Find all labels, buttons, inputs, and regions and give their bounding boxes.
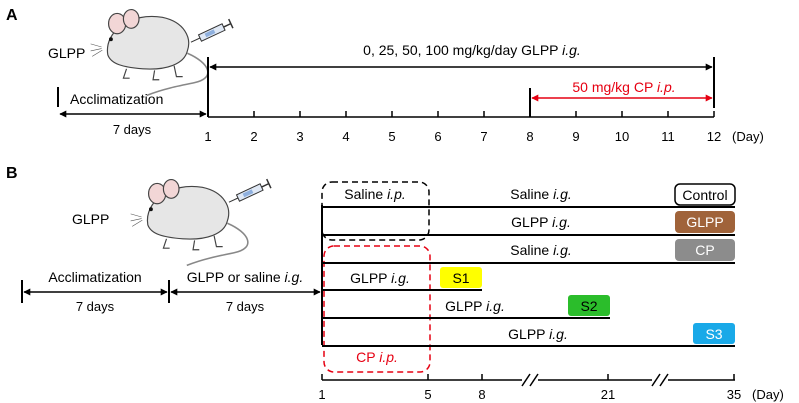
badge-s3-label: S3 [705,326,722,342]
badge-control [674,183,736,206]
badge-glpp-label: GLPP [686,214,723,230]
panel-a-tick-label: 11 [661,129,675,144]
mouse-icon [129,178,249,267]
badge-cp [675,239,735,261]
badge-s2 [568,295,610,316]
panel-a-tick-label: 12 [707,129,721,144]
row-s3: GLPP i.g. S3 [322,323,735,347]
panel-a-cp: 50 mg/kg CP i.p. [572,79,675,95]
panel-a-tick-label: 4 [342,129,349,144]
saline-ip-box [321,181,430,241]
row-s2: GLPP i.g. S2 [322,295,610,319]
row-s1: GLPP i.g. S1 [322,267,482,291]
cp-ip-label: CP i.p. [356,349,398,365]
panel-a-acclim-days: 7 days [113,122,152,137]
panel-a-tick-label: 6 [434,129,441,144]
panel-b-unit: (Day) [752,387,784,402]
panel-a-tick-label: 2 [250,129,257,144]
row-s3-label: GLPP i.g. [508,326,568,342]
row-glpp: GLPP i.g. GLPP [322,211,735,236]
badge-s2-label: S2 [580,298,597,314]
row-control-label: Saline i.g. [510,186,572,202]
panel-a-tick-label: 1 [204,129,211,144]
panel-b-tick-label: 5 [424,387,431,402]
panel-a-tick-label: 3 [296,129,303,144]
panel-b-acclim-label: Acclimatization [48,269,141,285]
panel-b-acclim-days: 7 days [76,299,115,314]
panel-a-tick-label: 10 [615,129,629,144]
badge-s3 [693,323,735,344]
panel-b-letter: B [6,165,18,182]
panel-a-tick-label: 7 [480,129,487,144]
row-s2-label: GLPP i.g. [445,298,505,314]
panel-a-dose: 0, 25, 50, 100 mg/kg/day GLPP i.g. [363,42,581,58]
panel-b: B GLPP Acclimatization 7 days GLPP or sa… [6,165,784,402]
cp-ip-box [323,245,431,373]
badge-control-label: Control [682,187,727,203]
syringe-icon [226,178,272,208]
row-s1-label: GLPP i.g. [350,270,410,286]
panel-a-unit: (Day) [732,129,764,144]
row-cp: Saline i.g. CP [322,239,735,264]
badge-glpp [675,211,735,233]
axis-break-1 [521,373,539,387]
panel-b-mouse-label: GLPP [72,211,109,227]
panel-a-tick-label: 8 [526,129,533,144]
row-cp-label: Saline i.g. [510,242,572,258]
axis-break-2 [651,373,669,387]
row-glpp-label: GLPP i.g. [511,214,571,230]
panel-a-mouse-label: GLPP [48,45,85,61]
panel-a-tick-label: 9 [572,129,579,144]
saline-ip-label: Saline i.p. [344,186,406,202]
mouse-icon [89,8,209,97]
panel-a: A GLPP Acclimatization 7 days 0, 25, 50,… [6,7,764,144]
panel-b-pre-days: 7 days [226,299,265,314]
syringe-icon [188,18,234,48]
panel-b-tick-label: 1 [318,387,325,402]
panel-b-pre: GLPP or saline i.g. [187,269,303,285]
panel-b-tick-label: 8 [478,387,485,402]
panel-a-tick-label: 5 [388,129,395,144]
badge-s1 [440,267,482,288]
badge-s1-label: S1 [452,270,469,286]
panel-b-tick-label: 35 [727,387,741,402]
panel-a-letter: A [6,7,18,24]
badge-cp-label: CP [695,242,714,258]
panel-b-tick-label: 21 [601,387,615,402]
panel-a-acclim-label: Acclimatization [70,91,163,107]
panel-b-ticks: 1 5 8 21 35 [318,374,741,402]
row-control: Saline i.g. Control [322,183,736,208]
